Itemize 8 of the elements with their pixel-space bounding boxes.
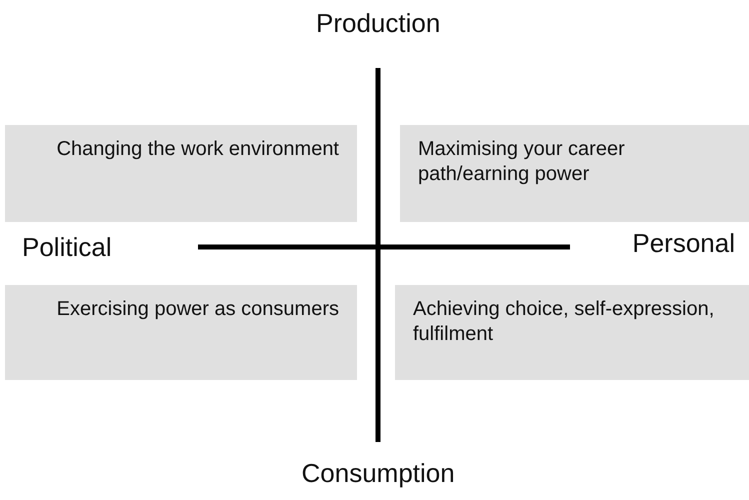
quadrant-box: Maximising your career path/earning power xyxy=(400,125,749,222)
quadrant-box: Exercising power as consumers xyxy=(5,285,357,380)
axis-label: Political xyxy=(22,232,112,263)
axis-label: Production xyxy=(316,8,440,39)
axis-label: Consumption xyxy=(302,458,455,489)
quadrant-box: Changing the work environment xyxy=(5,125,357,222)
axis-label: Personal xyxy=(632,228,735,259)
quadrant-box: Achieving choice, self-expression, fulfilment xyxy=(395,285,749,380)
